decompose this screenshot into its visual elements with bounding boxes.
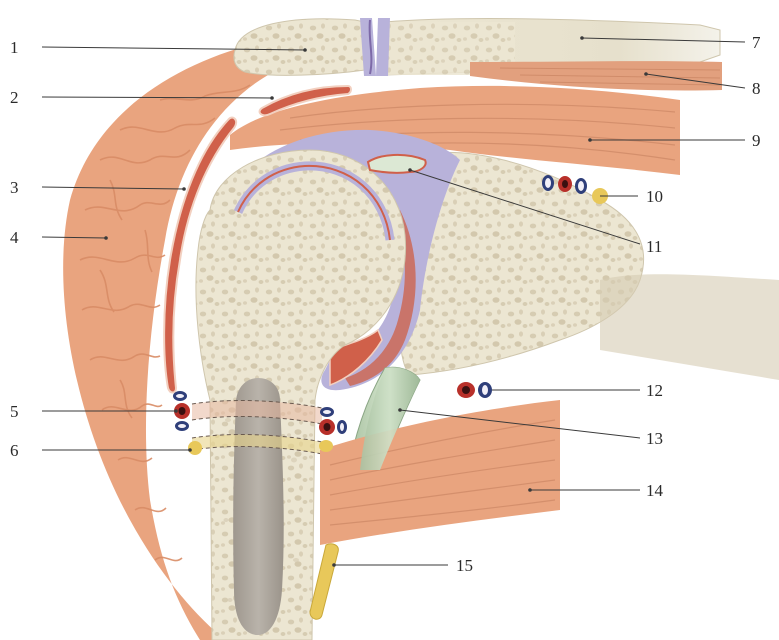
label-6: 6: [10, 441, 19, 460]
label-7: 7: [752, 33, 761, 52]
vessel-bundle-left: [173, 391, 202, 455]
vessel-bundle-12: [457, 382, 492, 398]
label-11: 11: [646, 237, 662, 256]
label-15: 15: [456, 556, 473, 575]
label-10: 10: [646, 187, 663, 206]
label-9: 9: [752, 131, 761, 150]
label-13: 13: [646, 429, 663, 448]
scapula: [400, 152, 779, 380]
label-8: 8: [752, 79, 761, 98]
glenoid-labrum: [368, 155, 426, 173]
label-3: 3: [10, 178, 19, 197]
label-1: 1: [10, 38, 19, 57]
label-12: 12: [646, 381, 663, 400]
teres-muscle: [320, 367, 560, 545]
label-2: 2: [10, 88, 19, 107]
label-5: 5: [10, 402, 19, 421]
label-4: 4: [10, 228, 19, 247]
label-14: 14: [646, 481, 664, 500]
radial-nerve: [310, 544, 338, 619]
